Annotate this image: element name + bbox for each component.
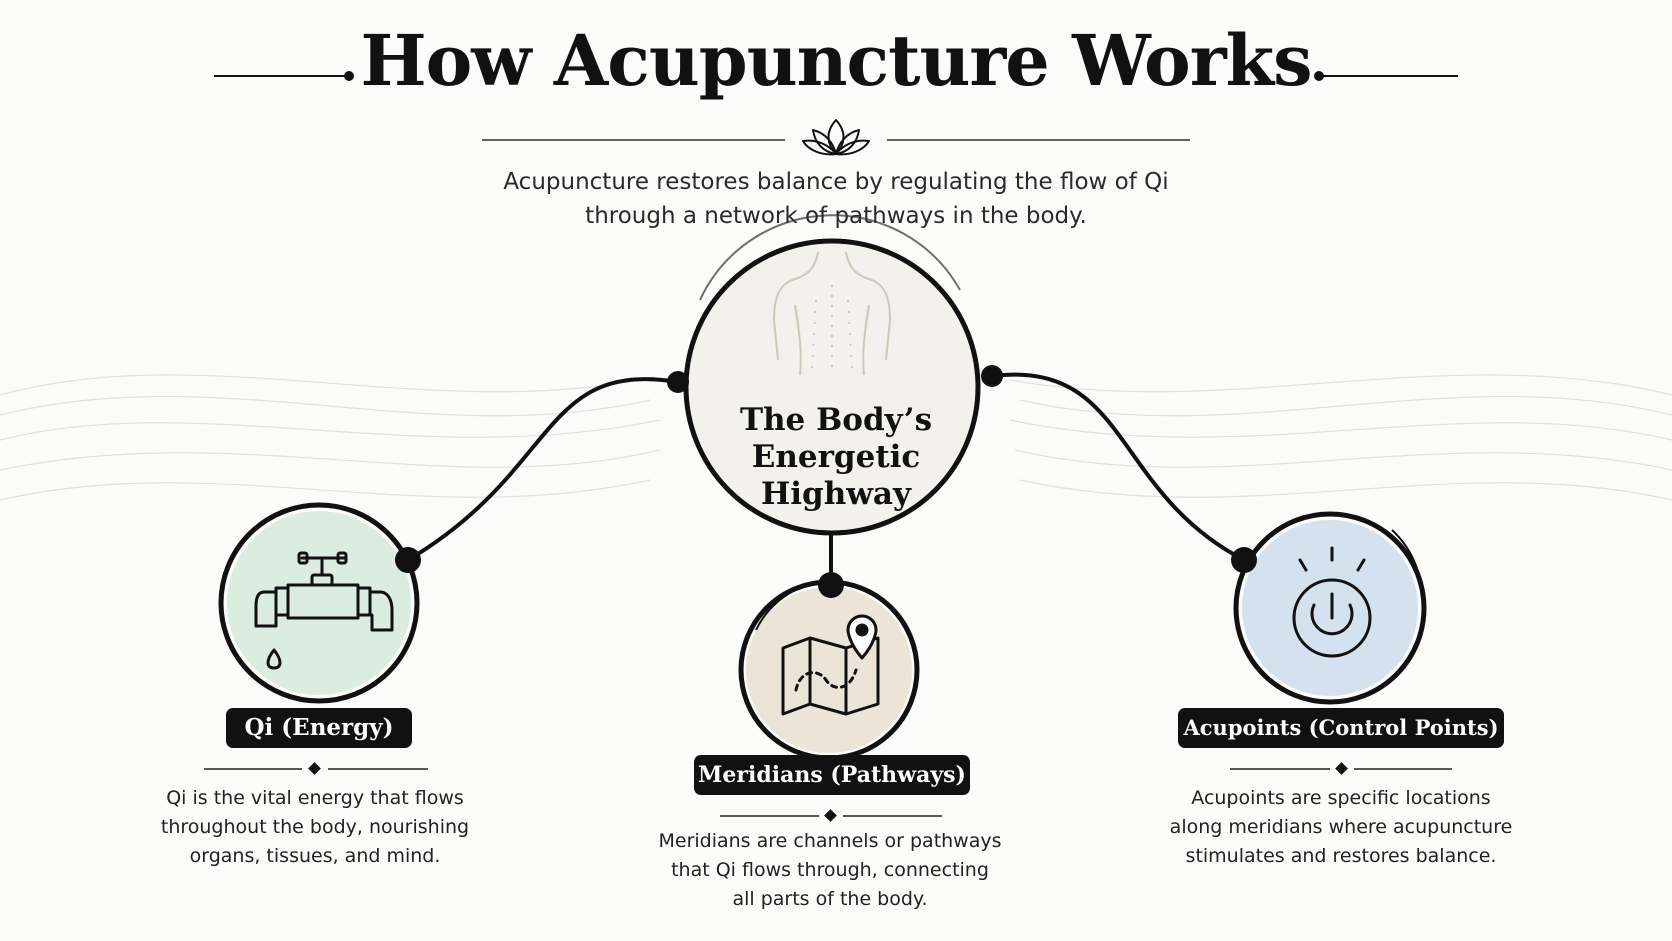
title-rule-right [1314,71,1458,81]
qi-divider [204,762,428,775]
center-label-line-3: Highway [760,476,912,512]
qi-desc-line-1: Qi is the vital energy that flows [166,787,464,809]
faucet-icon [254,551,394,670]
qi-desc-line-2: throughout the body, nourishing [160,816,470,838]
acupoints-divider [1230,762,1452,775]
subtitle: Acupuncture restores balance by regulati… [336,165,1336,233]
meridians-description: Meridians are channels or pathways that … [620,827,1040,914]
center-circle [667,214,1003,536]
subtitle-line-2: through a network of pathways in the bod… [585,203,1087,229]
meridians-divider [720,809,942,822]
meridians-circle [738,572,920,761]
qi-energy-description: Qi is the vital energy that flows throug… [134,784,496,871]
meridians-desc-line-3: all parts of the body. [732,888,928,910]
subtitle-line-1: Acupuncture restores balance by regulati… [503,169,1169,195]
body-meridian-icon [772,251,892,376]
qi-desc-line-3: organs, tissues, and mind. [189,845,441,867]
acupoints-desc-line-1: Acupoints are specific locations [1191,787,1491,809]
center-label-line-2: Energetic [751,439,921,475]
meridians-desc-line-1: Meridians are channels or pathways [658,830,1002,852]
map-pin-icon [781,614,880,716]
meridians-label: Meridians (Pathways) [694,755,970,795]
qi-energy-circle [218,502,421,704]
acupoints-desc-line-2: along meridians where acupuncture [1169,816,1513,838]
background-waves [0,374,1672,501]
meridians-desc-line-2: that Qi flows through, connecting [671,859,989,881]
title-rule-left [214,71,354,81]
acupoints-circle [1231,511,1427,705]
qi-energy-label: Qi (Energy) [226,708,412,748]
acupoints-description: Acupoints are specific locations along m… [1140,784,1542,871]
acupoints-desc-line-3: stimulates and restores balance. [1185,845,1497,867]
power-button-icon [1292,546,1372,658]
acupoints-label: Acupoints (Control Points) [1178,708,1504,748]
center-label: The Body’s Energetic Highway [686,402,986,513]
lotus-icon [802,119,870,156]
page-title: How Acupuncture Works [360,19,1312,102]
center-label-line-1: The Body’s [739,402,933,438]
